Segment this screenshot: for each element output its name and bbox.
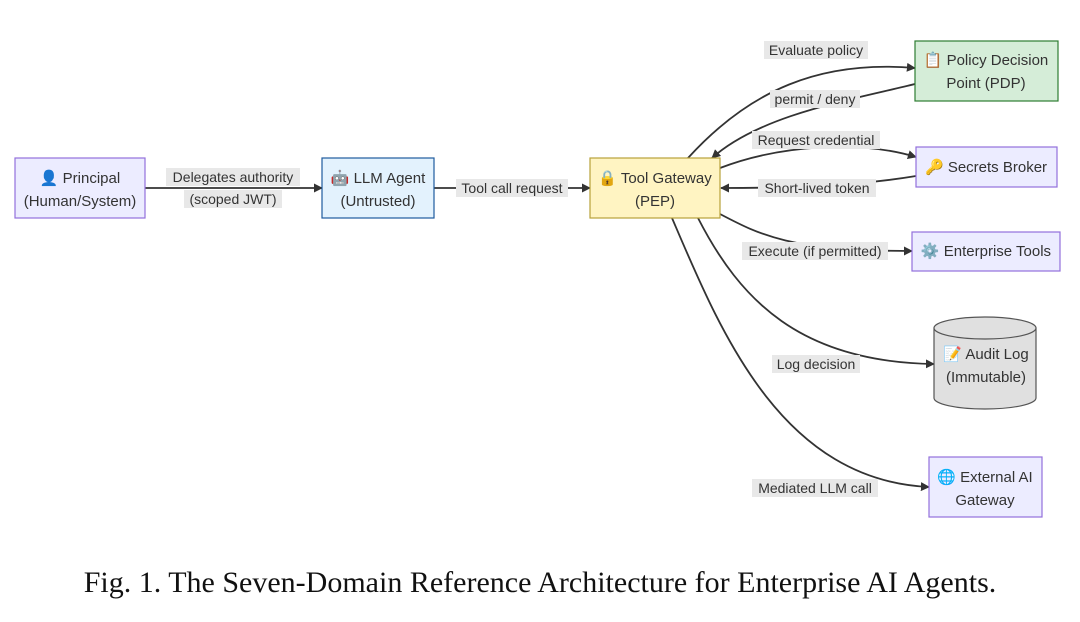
node-secrets-broker: 🔑 Secrets Broker xyxy=(915,146,1058,188)
memo-icon: 📝 xyxy=(943,345,962,363)
node-audit-log: 📝 Audit Log (Immutable) xyxy=(933,316,1037,410)
edge-request-credential xyxy=(719,146,917,169)
node-enterprise-tools-label: Enterprise Tools xyxy=(944,243,1051,260)
label-delegates: Delegates authority (scoped JWT) xyxy=(166,168,300,208)
svg-text:📋 Policy Decision: 📋 Policy Decision xyxy=(924,51,1049,69)
edge-log-decision xyxy=(697,217,935,369)
globe-icon: 🌐 xyxy=(937,468,956,486)
node-principal-line1: Principal xyxy=(63,170,121,187)
svg-text:🌐 External AI: 🌐 External AI xyxy=(937,468,1032,486)
label-short-lived-token: Short-lived token xyxy=(758,179,876,197)
node-external-ai: 🌐 External AI Gateway xyxy=(928,456,1043,518)
edges xyxy=(145,62,935,492)
audit-log-cylinder-body xyxy=(933,328,1037,410)
label-log-decision: Log decision xyxy=(772,355,860,373)
svg-text:👤 Principal: 👤 Principal xyxy=(40,169,120,187)
node-llm-agent-line1: LLM Agent xyxy=(354,170,427,187)
node-audit-log-line2: (Immutable) xyxy=(946,369,1026,386)
node-external-ai-line1: External AI xyxy=(960,469,1033,486)
node-principal-line2: (Human/System) xyxy=(24,193,137,210)
node-llm-agent-line2: (Untrusted) xyxy=(340,193,415,210)
node-llm-agent: 🤖 LLM Agent (Untrusted) xyxy=(321,157,435,219)
node-audit-log-line1: Audit Log xyxy=(965,346,1028,363)
node-tool-gateway-line2: (PEP) xyxy=(635,193,675,210)
node-pdp: 📋 Policy Decision Point (PDP) xyxy=(914,40,1059,102)
label-tool-call-text: Tool call request xyxy=(461,180,562,196)
label-permit-deny-text: permit / deny xyxy=(775,91,856,107)
edge-labels: Delegates authority (scoped JWT) Tool ca… xyxy=(166,41,888,497)
label-delegates-line2: (scoped JWT) xyxy=(189,191,276,207)
svg-text:🔒 Tool Gateway: 🔒 Tool Gateway xyxy=(598,170,712,187)
node-pdp-line1: Policy Decision xyxy=(947,52,1049,69)
edge-permit-deny xyxy=(711,83,916,159)
label-log-decision-text: Log decision xyxy=(777,356,856,372)
label-mediated-llm-call-text: Mediated LLM call xyxy=(758,480,872,496)
label-request-credential-text: Request credential xyxy=(758,132,875,148)
node-tool-gateway: 🔒 Tool Gateway (PEP) xyxy=(589,157,721,219)
label-evaluate-policy-text: Evaluate policy xyxy=(769,42,863,58)
edge-mediated-llm-call xyxy=(671,217,930,492)
lock-icon: 🔒 xyxy=(598,170,617,187)
key-icon: 🔑 xyxy=(925,157,944,176)
node-enterprise-tools: ⚙️ Enterprise Tools xyxy=(911,231,1061,272)
label-short-lived-token-text: Short-lived token xyxy=(764,180,869,196)
node-external-ai-line2: Gateway xyxy=(955,492,1015,509)
svg-text:📝 Audit Log: 📝 Audit Log xyxy=(943,345,1028,363)
user-icon: 👤 xyxy=(40,169,59,187)
nodes: 👤 Principal (Human/System) 🤖 LLM Agent (… xyxy=(14,40,1061,518)
audit-log-cylinder-top xyxy=(933,316,1037,340)
svg-text:🔑 Secrets Broker: 🔑 Secrets Broker xyxy=(925,157,1047,176)
svg-text:⚙️ Enterprise Tools: ⚙️ Enterprise Tools xyxy=(921,242,1051,260)
edge-evaluate-policy xyxy=(687,62,916,159)
node-secrets-broker-label: Secrets Broker xyxy=(948,159,1047,176)
figure-caption: Fig. 1. The Seven-Domain Reference Archi… xyxy=(83,566,997,599)
label-tool-call: Tool call request xyxy=(456,179,568,197)
label-permit-deny: permit / deny xyxy=(770,90,860,108)
robot-icon: 🤖 xyxy=(331,169,350,187)
label-execute: Execute (if permitted) xyxy=(742,242,888,260)
diagram-canvas: Delegates authority (scoped JWT) Tool ca… xyxy=(14,40,1061,518)
gear-icon: ⚙️ xyxy=(921,242,940,260)
node-pdp-line2: Point (PDP) xyxy=(946,75,1025,92)
label-delegates-line1: Delegates authority xyxy=(173,169,294,185)
label-evaluate-policy: Evaluate policy xyxy=(764,41,868,59)
node-principal: 👤 Principal (Human/System) xyxy=(14,157,146,219)
label-mediated-llm-call: Mediated LLM call xyxy=(752,479,878,497)
svg-text:🤖 LLM Agent: 🤖 LLM Agent xyxy=(331,169,426,187)
label-execute-text: Execute (if permitted) xyxy=(748,243,881,259)
node-tool-gateway-line1: Tool Gateway xyxy=(621,170,712,187)
clipboard-icon: 📋 xyxy=(924,51,943,69)
label-request-credential: Request credential xyxy=(752,131,880,149)
